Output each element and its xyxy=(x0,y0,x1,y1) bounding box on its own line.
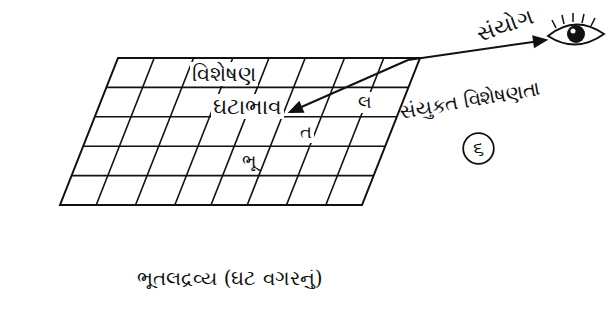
eye xyxy=(548,13,604,45)
relation-label: સંયુક્ત વિશેષણતા xyxy=(398,76,542,123)
cell-letter: ભૂ xyxy=(240,151,258,172)
number-text: ૬ xyxy=(473,137,484,160)
circled-number: ૬ xyxy=(462,132,495,165)
cell-letter: લ xyxy=(356,92,374,113)
qualifier-label: વિશેષણ xyxy=(190,62,258,86)
absence-label: ઘટાભાવ xyxy=(211,94,284,119)
floor-grid xyxy=(60,58,420,205)
caption-text: ભૂતલદ્રવ્ય (ઘટ વગરનું) xyxy=(137,267,322,290)
connection-label: સંયોગ xyxy=(473,4,536,48)
cell-letter: ત xyxy=(298,122,314,143)
floor-region: ભૂતલદ્રવ્ય (ઘટ વગરનું) xyxy=(40,50,440,290)
